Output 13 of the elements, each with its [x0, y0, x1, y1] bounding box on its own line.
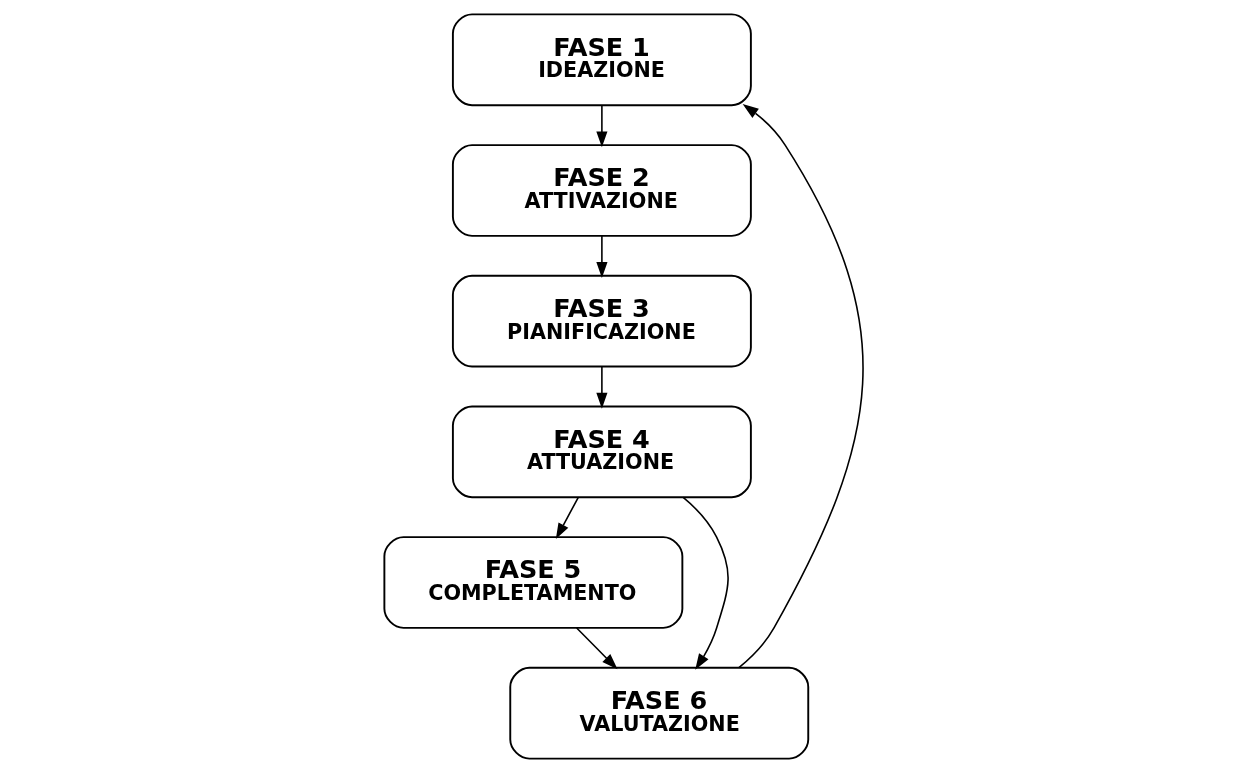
node-box: FASE 4 ATTUAZIONE	[451, 405, 752, 499]
node-box: FASE 1 IDEAZIONE	[451, 13, 752, 107]
node-box: FASE 5 COMPLETAMENTO	[382, 536, 683, 629]
arrow	[681, 496, 729, 670]
arrow	[575, 627, 618, 670]
node-box: FASE 3 PIANIFICAZIONE	[451, 274, 752, 368]
arrow	[595, 365, 607, 409]
node-box: FASE 6 VALUTAZIONE	[508, 666, 809, 760]
arrow	[595, 235, 607, 279]
arrow	[595, 104, 607, 148]
node-box: FASE 2 ATTIVAZIONE	[451, 144, 752, 237]
arrow	[555, 496, 579, 540]
arrow	[737, 104, 863, 669]
